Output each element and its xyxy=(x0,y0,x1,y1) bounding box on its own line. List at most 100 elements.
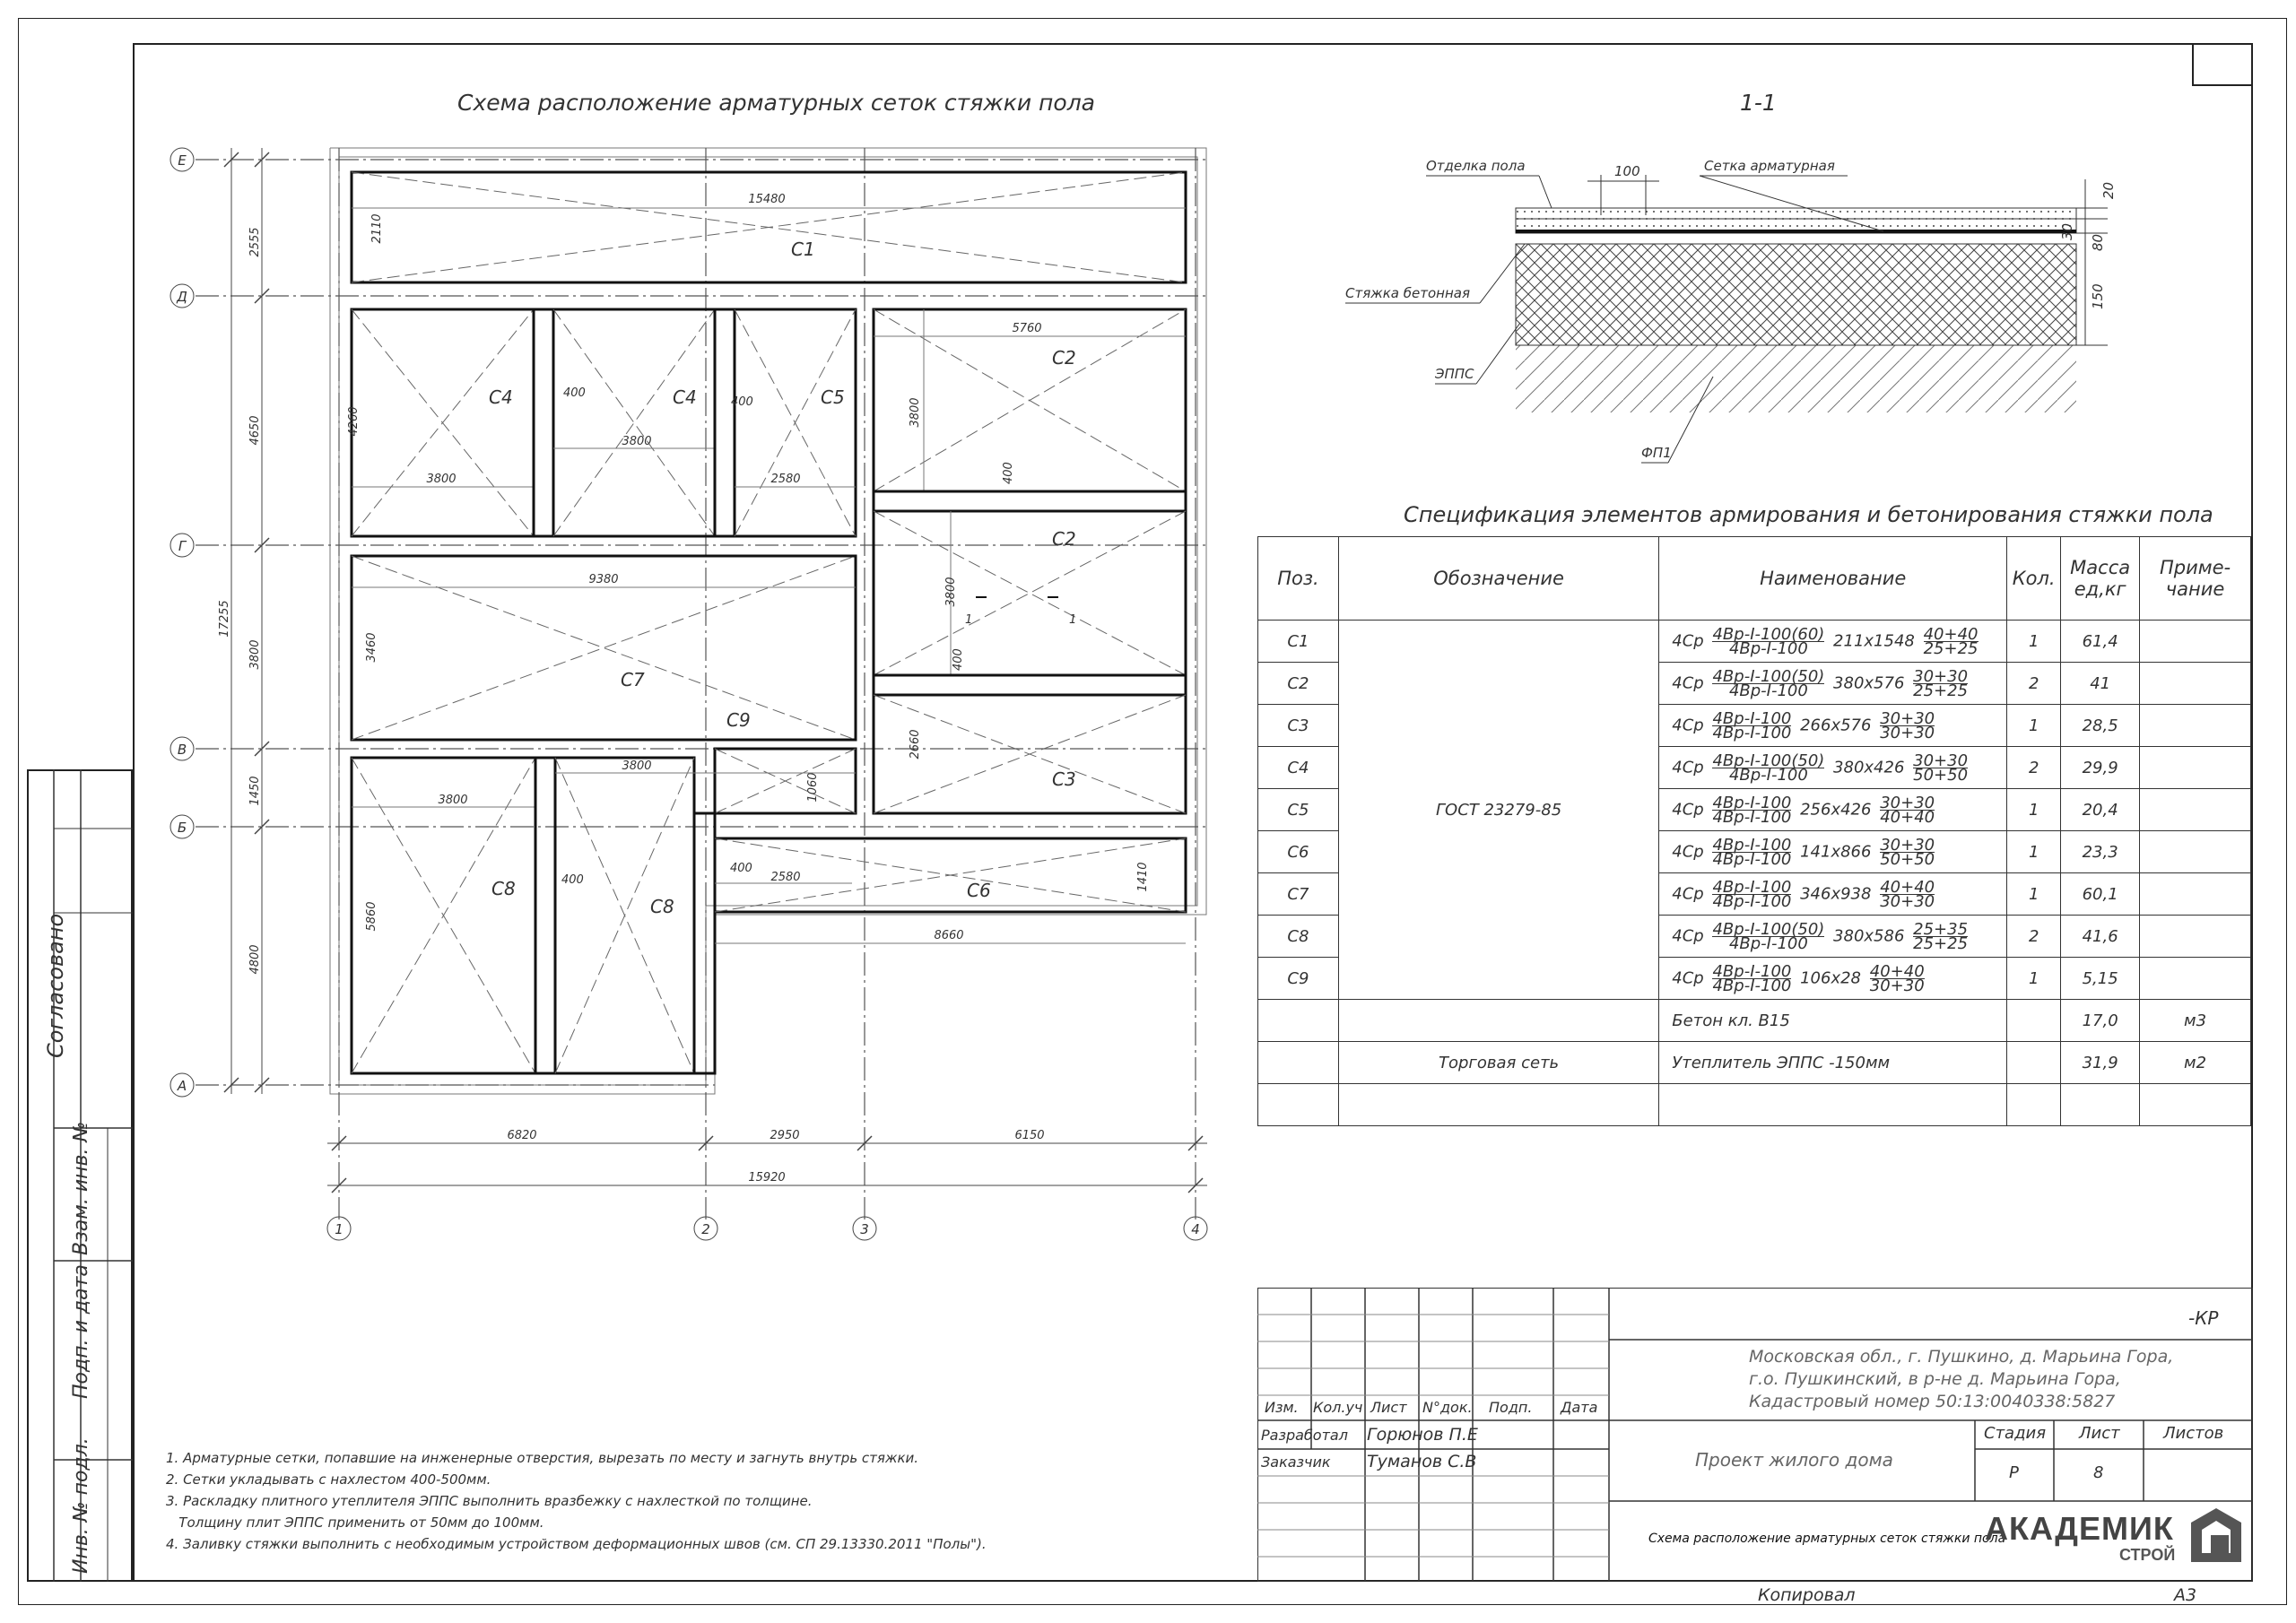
svg-text:400: 400 xyxy=(563,386,586,400)
svg-text:С1: С1 xyxy=(791,239,815,260)
spec-header-note: Приме-чание xyxy=(2139,536,2251,621)
tb-col-doc: N°док. xyxy=(1422,1399,1473,1416)
svg-text:80: 80 xyxy=(2090,234,2106,251)
tb-stage-label: Стадия xyxy=(1984,1424,2047,1443)
sheet-border xyxy=(18,18,2287,1605)
axis-label-G: Г xyxy=(178,538,187,554)
mesh-c6: 2580 1410 8660 С6 xyxy=(713,837,1187,944)
svg-text:6820: 6820 xyxy=(507,1129,536,1142)
col-axis-bubbles: 1 2 3 4 xyxy=(326,1216,1208,1241)
svg-text:С2: С2 xyxy=(1052,347,1076,369)
tb-customer: Туманов С.В xyxy=(1367,1452,1477,1471)
svg-text:1: 1 xyxy=(1069,613,1076,627)
svg-text:С4: С4 xyxy=(673,386,697,408)
svg-text:Сетка арматурная: Сетка арматурная xyxy=(1704,158,1835,174)
overlap-strip-1 xyxy=(532,308,555,538)
svg-text:С4: С4 xyxy=(489,386,513,408)
overlap-strip-2 xyxy=(713,308,736,538)
table-row: С8 4Ср 4Вр-I-100(50)4Вр-I-100 380х586 25… xyxy=(1257,915,2251,958)
svg-text:2555: 2555 xyxy=(248,227,262,256)
svg-text:20: 20 xyxy=(2100,182,2117,199)
svg-text:400: 400 xyxy=(1002,462,1015,484)
axis-label-4: 4 xyxy=(1191,1221,1200,1237)
svg-text:С7: С7 xyxy=(621,669,645,690)
mesh-c8-left: 3800 5860 С8 xyxy=(350,756,537,1075)
col-axes xyxy=(338,148,1196,1219)
tb-col-kol: Кол.уч xyxy=(1313,1399,1363,1416)
tb-code: -КР xyxy=(2188,1307,2219,1329)
tb-developer: Горюнов П.Е xyxy=(1367,1425,1478,1445)
axis-label-D: Д xyxy=(176,289,187,305)
spec-gost: ГОСТ 23279-85 xyxy=(1337,620,1660,1000)
svg-text:1060: 1060 xyxy=(806,772,820,802)
mesh-c9: 1060 С9 xyxy=(713,709,857,815)
svg-text:3800: 3800 xyxy=(622,759,651,773)
svg-text:Отделка пола: Отделка пола xyxy=(1426,158,1526,174)
spec-header-designation: Обозначение xyxy=(1337,536,1660,621)
svg-text:1450: 1450 xyxy=(248,776,262,805)
mesh-c5: 2580 400 С5 xyxy=(731,308,857,538)
mesh-c8-right: 3800 С8 xyxy=(553,756,856,1075)
table-row: С2 4Ср 4Вр-I-100(50)4Вр-I-100 380х576 30… xyxy=(1257,662,2251,705)
mesh-c1: 15480 2110 С1 xyxy=(350,170,1187,284)
spec-table: Поз. Обозначение Наименование Кол. Масса… xyxy=(1257,536,2251,1126)
svg-text:9380: 9380 xyxy=(588,573,618,586)
svg-text:400: 400 xyxy=(731,395,753,409)
drawing-frame xyxy=(133,43,2253,1582)
svg-text:Стяжка бетонная: Стяжка бетонная xyxy=(1345,285,1470,301)
tb-project: Проект жилого дома xyxy=(1695,1449,1893,1471)
title-block-grid xyxy=(1257,1288,2253,1582)
svg-text:1: 1 xyxy=(965,613,972,627)
svg-text:С3: С3 xyxy=(1052,768,1076,790)
reinforcement-plan: .ax{stroke:#555;stroke-width:1.2;stroke-… xyxy=(170,147,1208,1241)
svg-text:3460: 3460 xyxy=(365,632,378,662)
axis-label-E: Е xyxy=(178,152,187,169)
svg-text:С6: С6 xyxy=(967,880,991,901)
svg-text:2580: 2580 xyxy=(770,871,800,884)
svg-text:1410: 1410 xyxy=(1136,862,1150,891)
svg-text:3800: 3800 xyxy=(622,435,651,448)
overlap-strip-6 xyxy=(692,812,717,1075)
plan-title: Схема расположение арматурных сеток стяж… xyxy=(457,90,1095,116)
house-logo-icon xyxy=(2191,1508,2241,1562)
svg-text:5860: 5860 xyxy=(365,901,378,931)
mesh-c4-left: 3800 4260 С4 xyxy=(347,308,535,538)
svg-text:4800: 4800 xyxy=(248,944,262,974)
overlap-strip-3 xyxy=(872,490,1187,513)
svg-text:30: 30 xyxy=(2059,223,2075,240)
svg-text:2110: 2110 xyxy=(370,213,384,243)
spec-header-pos: Поз. xyxy=(1257,536,1339,621)
mesh-c3: 2660 С3 xyxy=(872,693,1187,815)
svg-text:5760: 5760 xyxy=(1012,322,1041,335)
tb-address-3: Кадастровый номер 50:13:0040338:5827 xyxy=(1749,1392,2116,1411)
spec-header-mass: Масса ед,кг xyxy=(2060,536,2141,621)
tb-col-list: Лист xyxy=(1370,1399,1407,1416)
tb-sheet-label: Лист xyxy=(2079,1424,2120,1443)
svg-text:ЭППС: ЭППС xyxy=(1434,366,1474,382)
svg-text:400: 400 xyxy=(730,862,752,875)
section-title: 1-1 xyxy=(1740,90,1777,116)
svg-text:400: 400 xyxy=(952,648,965,671)
svg-text:17255: 17255 xyxy=(218,600,231,637)
svg-text:3800: 3800 xyxy=(426,473,456,486)
svg-text:15480: 15480 xyxy=(748,193,785,206)
tb-customer-label: Заказчик xyxy=(1261,1454,1331,1471)
svg-text:100: 100 xyxy=(1614,163,1640,179)
notes: 1. Арматурные сетки, попавшие на инженер… xyxy=(166,1450,987,1552)
spec-header-qty: Кол. xyxy=(2006,536,2062,621)
svg-text:2950: 2950 xyxy=(770,1129,799,1142)
row-dimensions: 2555 4650 3800 1450 4800 17255 xyxy=(218,148,270,1094)
tb-col-podp: Подп. xyxy=(1489,1399,1533,1416)
table-row: С1 ГОСТ 23279-85 4Ср 4Вр-I-100(60)4Вр-I-… xyxy=(1257,620,2251,1000)
svg-text:3800: 3800 xyxy=(438,794,467,807)
tb-developer-label: Разработал xyxy=(1261,1427,1348,1444)
tb-sheets-label: Листов xyxy=(2163,1424,2224,1443)
overlap-strip-5 xyxy=(534,756,557,1075)
svg-text:4650: 4650 xyxy=(248,415,262,445)
title-block xyxy=(1257,1288,2253,1582)
